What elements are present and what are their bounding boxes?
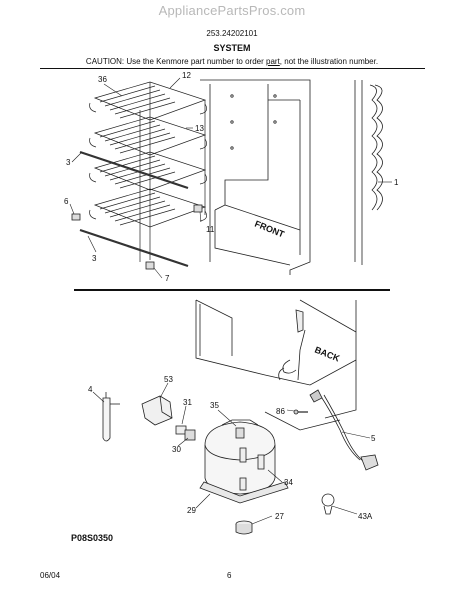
evaporator-coil (369, 84, 383, 211)
caution-prefix: CAUTION: Use the Kenmore part number to … (85, 57, 266, 66)
callout-5: 5 (371, 434, 376, 443)
screw (293, 409, 308, 415)
section-title: SYSTEM (213, 43, 251, 53)
overload-protector (184, 429, 196, 441)
model-number: 253.24202101 (206, 29, 258, 38)
caution-suffix: , not the illustration number. (279, 57, 379, 66)
cabinet-outline (200, 79, 363, 275)
drier (102, 392, 120, 442)
relay-cover (141, 395, 173, 426)
callout-1: 1 (394, 178, 399, 187)
cabinet-back (195, 299, 357, 431)
callout-7: 7 (165, 274, 170, 283)
grommet (235, 520, 253, 535)
callout-30: 30 (172, 445, 181, 454)
header-rule (40, 68, 425, 69)
front-label: FRONT (253, 219, 286, 240)
leader-lines-top (69, 77, 392, 279)
art-code: P08S0350 (71, 533, 114, 543)
callout-3-lower: 3 (92, 254, 97, 263)
callout-34: 34 (284, 478, 293, 487)
callout-36: 36 (98, 75, 107, 84)
back-label: BACK (313, 345, 341, 364)
shelf-clip-bottom (145, 261, 155, 270)
callout-27: 27 (275, 512, 284, 521)
callout-43a: 43A (358, 512, 373, 521)
section-divider (74, 289, 390, 291)
relay (175, 425, 187, 435)
callout-11: 11 (206, 225, 215, 234)
leader-lines-bottom (92, 382, 371, 525)
callout-6: 6 (64, 197, 69, 206)
callout-4: 4 (88, 385, 93, 394)
site-watermark: AppliancePartsPros.com (158, 3, 306, 18)
wire-shelves (89, 81, 207, 262)
compressor (199, 419, 289, 504)
caution-note: CAUTION: Use the Kenmore part number to … (0, 57, 464, 66)
callout-3-upper: 3 (66, 158, 71, 167)
shelf-clip-left (71, 213, 81, 221)
callout-12: 12 (182, 71, 191, 80)
shelf-clip-right (193, 204, 203, 213)
wiring-harness (278, 309, 379, 471)
callout-13: 13 (195, 124, 204, 133)
clamp (321, 493, 335, 515)
page-number: 6 (227, 571, 232, 580)
callout-53: 53 (164, 375, 173, 384)
footer-date: 06/04 (40, 571, 61, 580)
callout-31: 31 (183, 398, 192, 407)
callout-86: 86 (276, 407, 285, 416)
shelf-bars (79, 150, 189, 268)
callout-29: 29 (187, 506, 196, 515)
callout-35: 35 (210, 401, 219, 410)
caution-underlined: part (266, 57, 280, 66)
